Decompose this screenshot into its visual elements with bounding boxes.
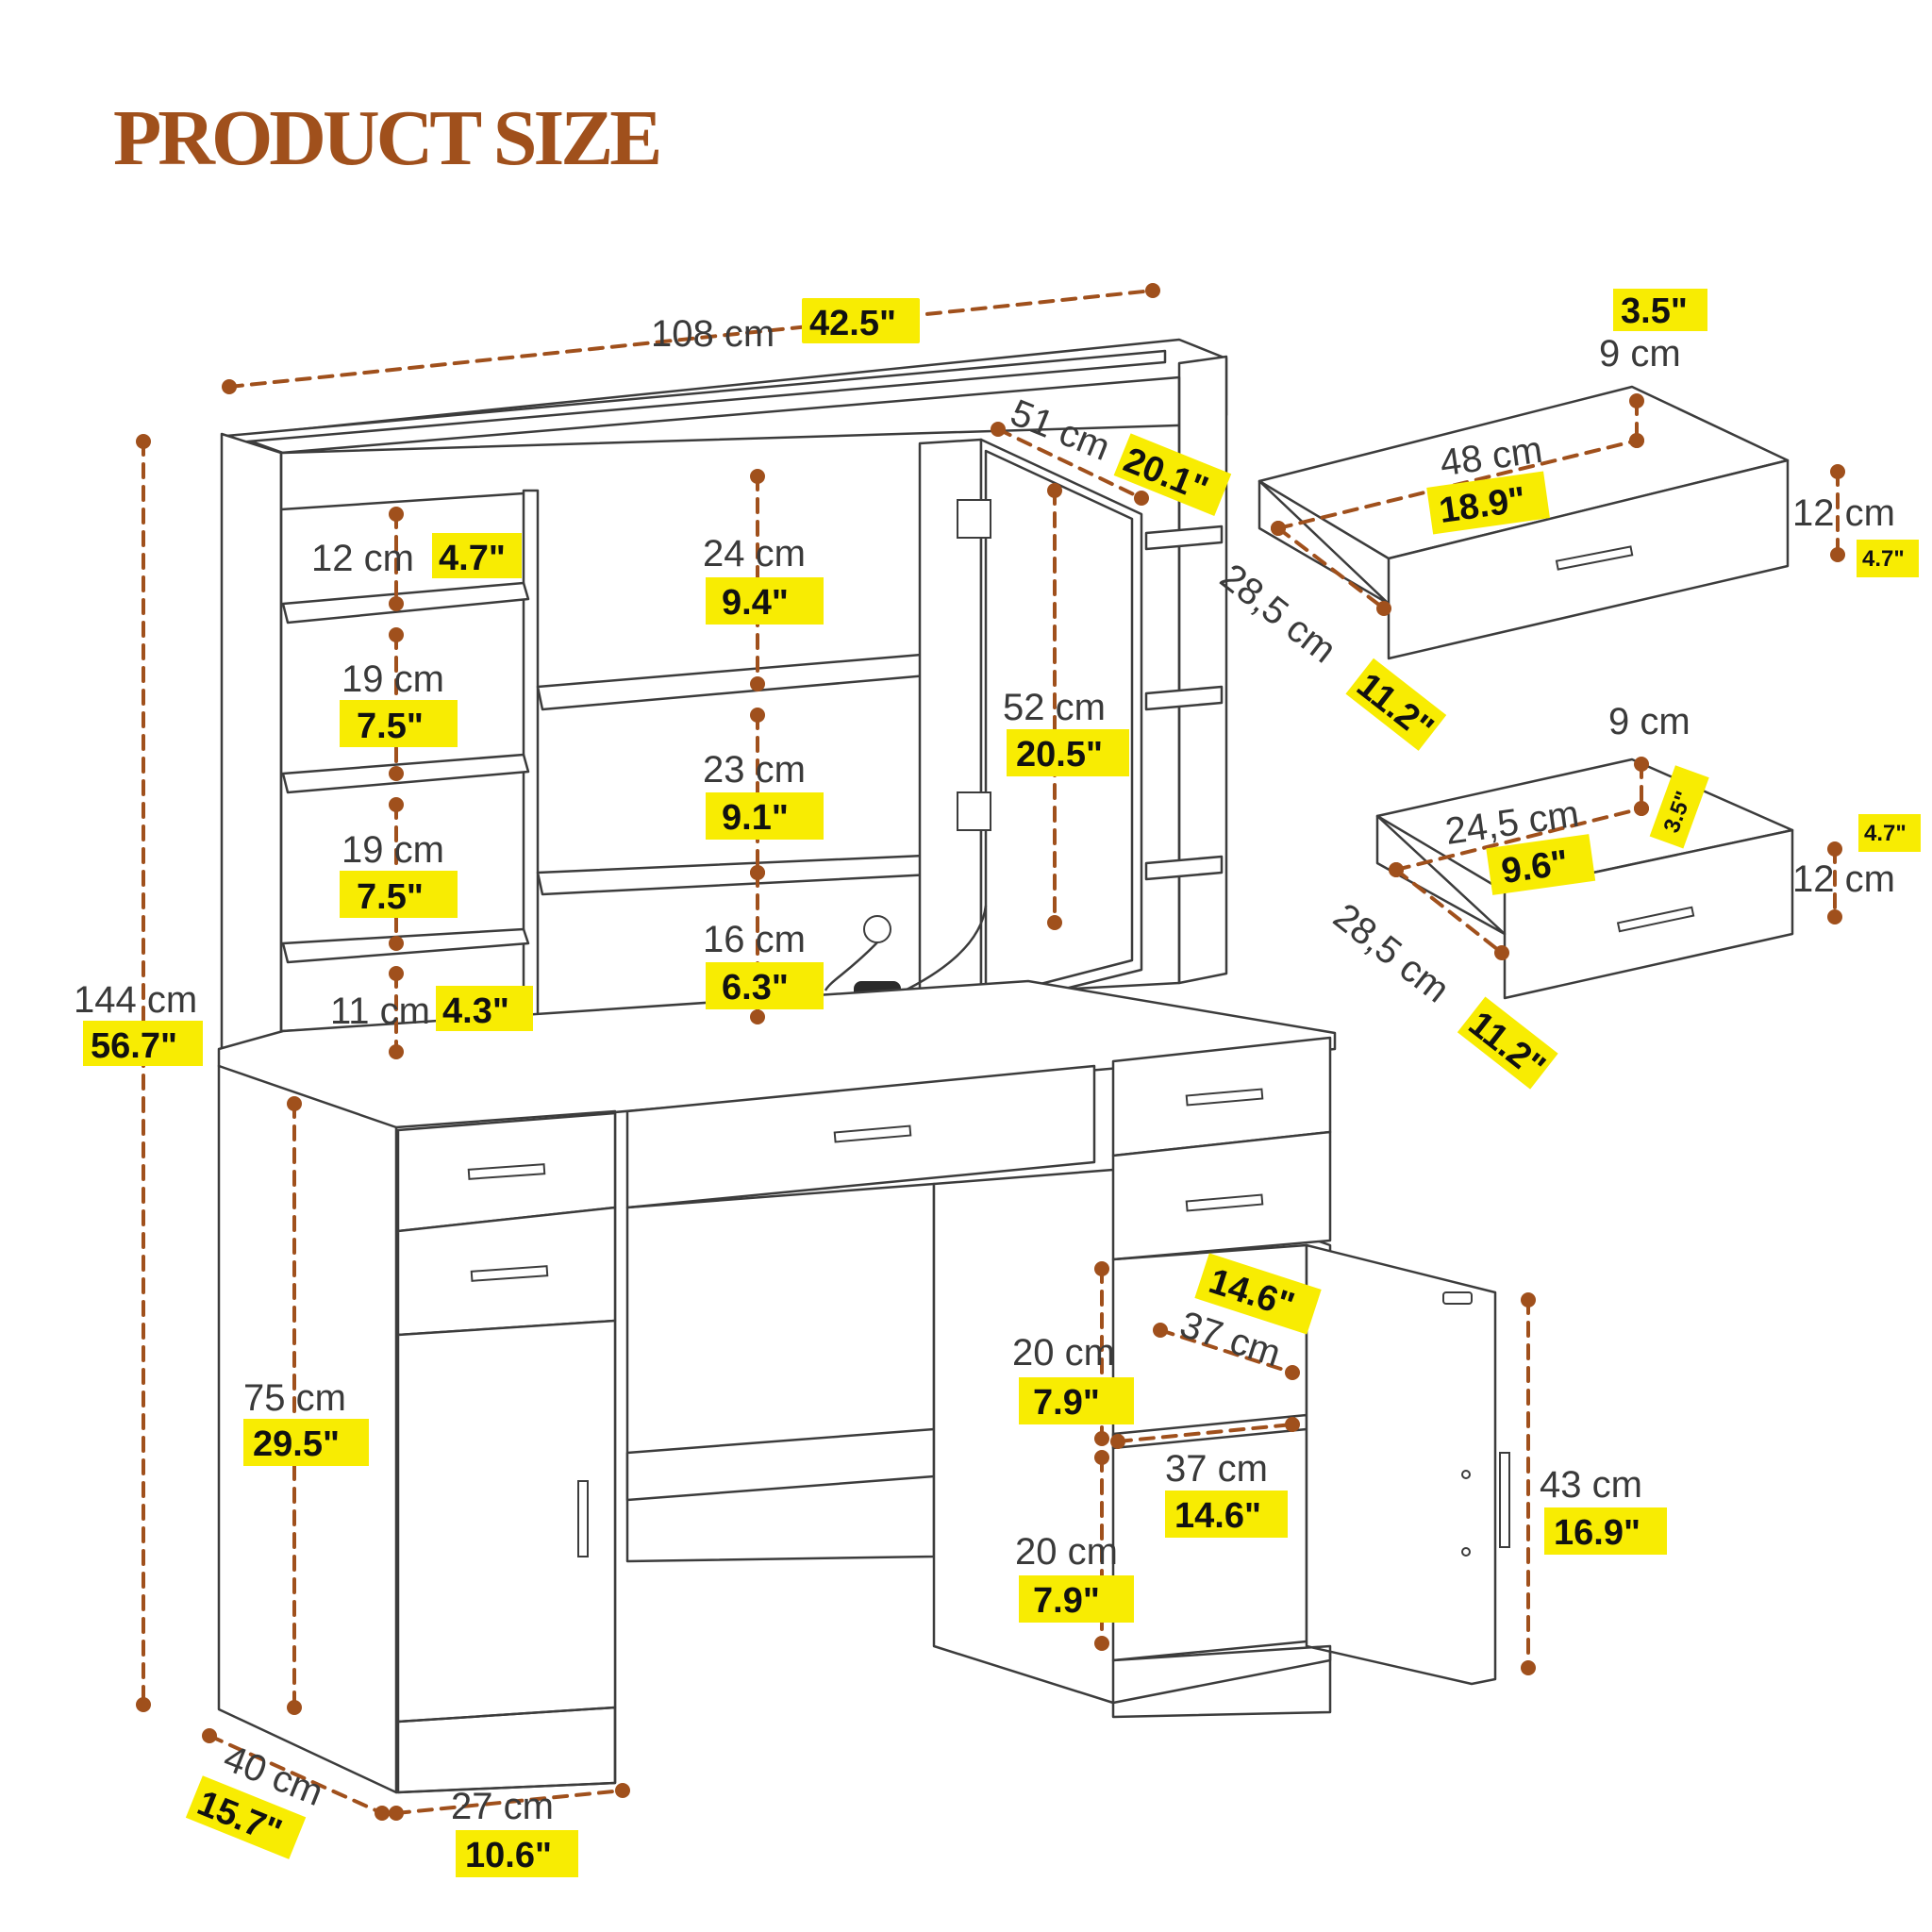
- width-line: [222, 283, 1160, 394]
- drawer-small-height-cm: 12 cm: [1792, 858, 1895, 900]
- hutch-right-side: [1177, 355, 1228, 985]
- left-shelf: [281, 753, 530, 794]
- center-shelf-2-cm: 23 cm: [703, 749, 806, 791]
- page-title: PRODUCT SIZE: [113, 94, 662, 182]
- left-shelf-2-cm: 19 cm: [341, 658, 444, 700]
- door-height-inch: 16.9": [1554, 1513, 1641, 1553]
- left-shelf-2-inch: 7.5": [357, 707, 424, 746]
- cabinet-depth-bottom-cm: 37 cm: [1165, 1448, 1268, 1490]
- center-shelf-1-inch: 9.4": [722, 583, 789, 623]
- center-shelf-3-inch: 6.3": [722, 968, 789, 1008]
- left-shelf: [281, 581, 530, 625]
- drawer-small-inner-cm: 9 cm: [1608, 701, 1690, 742]
- cabinet-lower-inch: 7.9": [1033, 1581, 1100, 1621]
- drawer-small-width-inch: 9.6": [1499, 843, 1571, 891]
- left-shelf-1-inch: 4.7": [439, 539, 506, 578]
- left-shelf-4-inch: 4.3": [442, 991, 509, 1031]
- cabinet-width-inch: 10.6": [465, 1836, 552, 1875]
- center-shelf-3-cm: 16 cm: [703, 919, 806, 960]
- drawer-small-depth-line: [1389, 862, 1509, 960]
- mirror-width-line: [991, 422, 1149, 506]
- mirror-height-cm: 52 cm: [1003, 687, 1106, 728]
- light-switch: [863, 915, 891, 943]
- drawer-large-height-inch: 4.7": [1862, 546, 1905, 572]
- drawer-large-illustration: [1257, 385, 1790, 660]
- drawer-large-inner-inch: 3.5": [1621, 291, 1688, 331]
- drawer-large-height-cm: 12 cm: [1792, 492, 1895, 534]
- cabinet-depth-bottom-line: [1110, 1417, 1300, 1449]
- left-shelf-3-inch: 7.5": [357, 877, 424, 917]
- desk-height-inch: 29.5": [253, 1424, 340, 1464]
- center-shelf-2-inch: 9.1": [722, 798, 789, 838]
- hinge: [957, 499, 991, 539]
- left-shelf-1-cm: 12 cm: [311, 538, 414, 579]
- left-shelf-3-cm: 19 cm: [341, 829, 444, 871]
- depth-line: [202, 1728, 390, 1821]
- door-height-cm: 43 cm: [1540, 1464, 1642, 1506]
- width-cm: 108 cm: [651, 313, 774, 355]
- cabinet-lower-cm: 20 cm: [1015, 1531, 1118, 1573]
- drawer: [1111, 1130, 1332, 1261]
- left-shelf: [281, 927, 530, 964]
- hinge: [957, 791, 991, 831]
- cabinet-upper-cm: 20 cm: [1012, 1332, 1115, 1374]
- drawer-small-height-inch: 4.7": [1864, 821, 1907, 846]
- drawer-large-inner-cm: 9 cm: [1599, 333, 1681, 375]
- cabinet-width-line: [389, 1783, 630, 1821]
- mirror-height-inch: 20.5": [1016, 735, 1103, 774]
- center-shelf: [536, 649, 972, 711]
- drawer-large-depth-cm: 28,5 cm: [1212, 556, 1343, 671]
- center-shelf: [536, 852, 972, 896]
- center-shelf-1-cm: 24 cm: [703, 533, 806, 575]
- left-shelf-4-cm: 11 cm: [330, 991, 430, 1032]
- cabinet-width-cm: 27 cm: [451, 1786, 554, 1827]
- height-inch: 56.7": [91, 1026, 177, 1066]
- cabinet-depth-bottom-inch: 14.6": [1174, 1496, 1261, 1536]
- cabinet-depth-top-line: [1153, 1323, 1300, 1380]
- hutch-left-side: [220, 432, 283, 1071]
- desk-height-cm: 75 cm: [243, 1377, 346, 1419]
- drawer-small-width-line: [1389, 801, 1649, 877]
- drawer-large-depth-line: [1271, 521, 1391, 616]
- drawer-small-depth-cm: 28,5 cm: [1325, 895, 1457, 1010]
- right-cabinet-door: [1305, 1243, 1497, 1686]
- height-cm: 144 cm: [74, 979, 197, 1021]
- cabinet-upper-inch: 7.9": [1033, 1383, 1100, 1423]
- width-inch: 42.5": [809, 304, 896, 343]
